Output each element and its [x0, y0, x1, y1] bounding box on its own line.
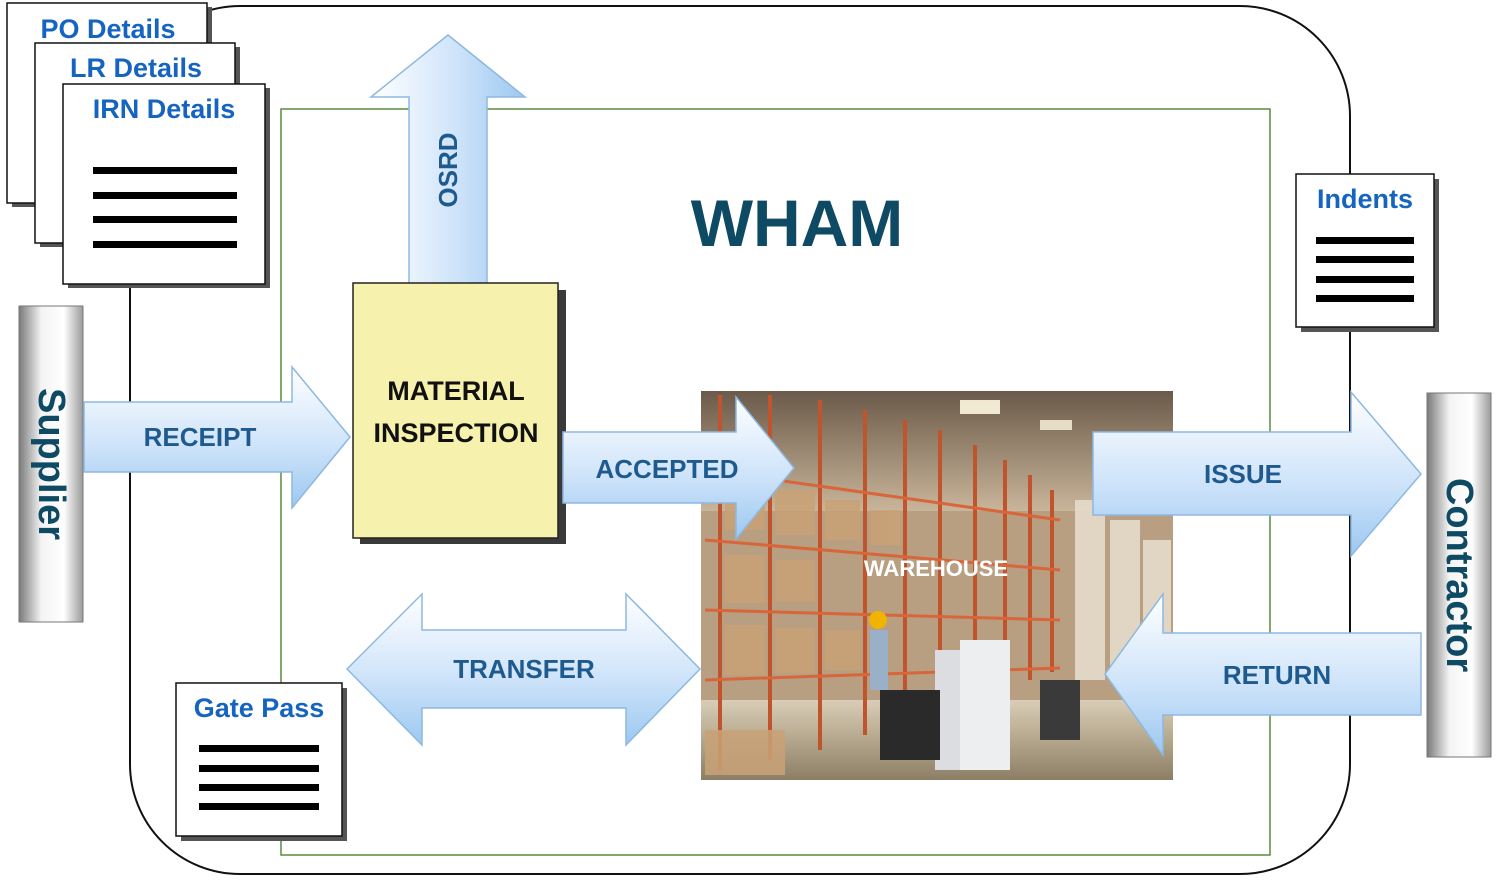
osrd-label: OSRD	[433, 132, 463, 207]
accepted-label: ACCEPTED	[595, 454, 738, 484]
irn-details-label: IRN Details	[93, 94, 236, 124]
indents-text-lines-icon	[1316, 237, 1414, 302]
material-inspection-box: MATERIAL INSPECTION	[352, 282, 566, 544]
warehouse-label: WAREHOUSE	[864, 556, 1008, 581]
transfer-label: TRANSFER	[453, 654, 595, 684]
supplier-actor: Supplier	[18, 305, 84, 623]
indents-label: Indents	[1317, 184, 1413, 214]
po-details-label: PO Details	[40, 14, 175, 44]
osrd-arrow: OSRD	[368, 34, 528, 285]
inspection-label-line1: MATERIAL	[387, 376, 524, 406]
supplier-label: Supplier	[30, 388, 72, 540]
issue-label: ISSUE	[1204, 459, 1282, 489]
irn-details-document: IRN Details	[62, 83, 270, 288]
inspection-label-line2: INSPECTION	[373, 418, 538, 448]
gate-pass-text-lines-icon	[199, 745, 319, 810]
indents-document: Indents	[1295, 173, 1439, 332]
accepted-arrow: ACCEPTED	[562, 394, 795, 542]
issue-arrow: ISSUE	[1092, 389, 1422, 559]
receipt-arrow: RECEIPT	[83, 364, 351, 511]
transfer-arrow: TRANSFER	[345, 592, 702, 747]
lr-details-label: LR Details	[70, 53, 202, 83]
irn-text-lines-icon	[93, 167, 237, 248]
contractor-actor: Contractor	[1426, 392, 1492, 758]
diagram-title: WHAM	[691, 186, 904, 260]
gate-pass-label: Gate Pass	[194, 693, 325, 723]
gate-pass-document: Gate Pass	[175, 682, 347, 841]
receipt-label: RECEIPT	[144, 422, 257, 452]
return-label: RETURN	[1223, 660, 1331, 690]
return-arrow: RETURN	[1104, 591, 1422, 758]
contractor-label: Contractor	[1438, 478, 1480, 672]
